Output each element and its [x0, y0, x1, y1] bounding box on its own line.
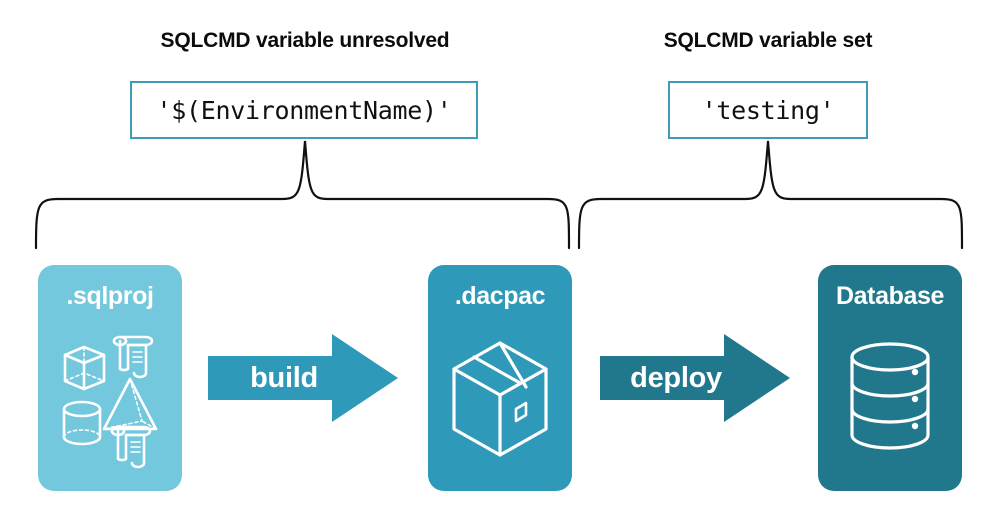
right-brace-icon [577, 140, 964, 250]
package-box-icon [452, 341, 548, 457]
left-brace-icon [34, 140, 571, 250]
artifact-label-database: Database [836, 282, 944, 310]
arrow-label-build: build [250, 361, 318, 394]
arrow-deploy-shape [600, 334, 790, 422]
sqlcmd-variable-value-set: 'testing' [668, 81, 868, 139]
database-cylinder-icon [850, 342, 930, 450]
section-heading-right: SQLCMD variable set [663, 29, 873, 52]
artifact-dacpac: .dacpac [428, 265, 572, 491]
artifact-database: Database [818, 265, 962, 491]
section-heading-left: SQLCMD variable unresolved [160, 29, 450, 52]
shapes-and-scrolls-icon [62, 335, 158, 469]
artifact-label-sqlproj: .sqlproj [66, 282, 154, 310]
sqlcmd-variable-value-unresolved: '$(EnvironmentName)' [130, 81, 478, 139]
arrow-deploy: deploy [600, 332, 790, 424]
arrow-label-deploy: deploy [630, 361, 722, 394]
arrow-build-shape [208, 334, 398, 422]
artifact-label-dacpac: .dacpac [454, 282, 546, 310]
arrow-build: build [208, 332, 398, 424]
artifact-sqlproj: .sqlproj [38, 265, 182, 491]
